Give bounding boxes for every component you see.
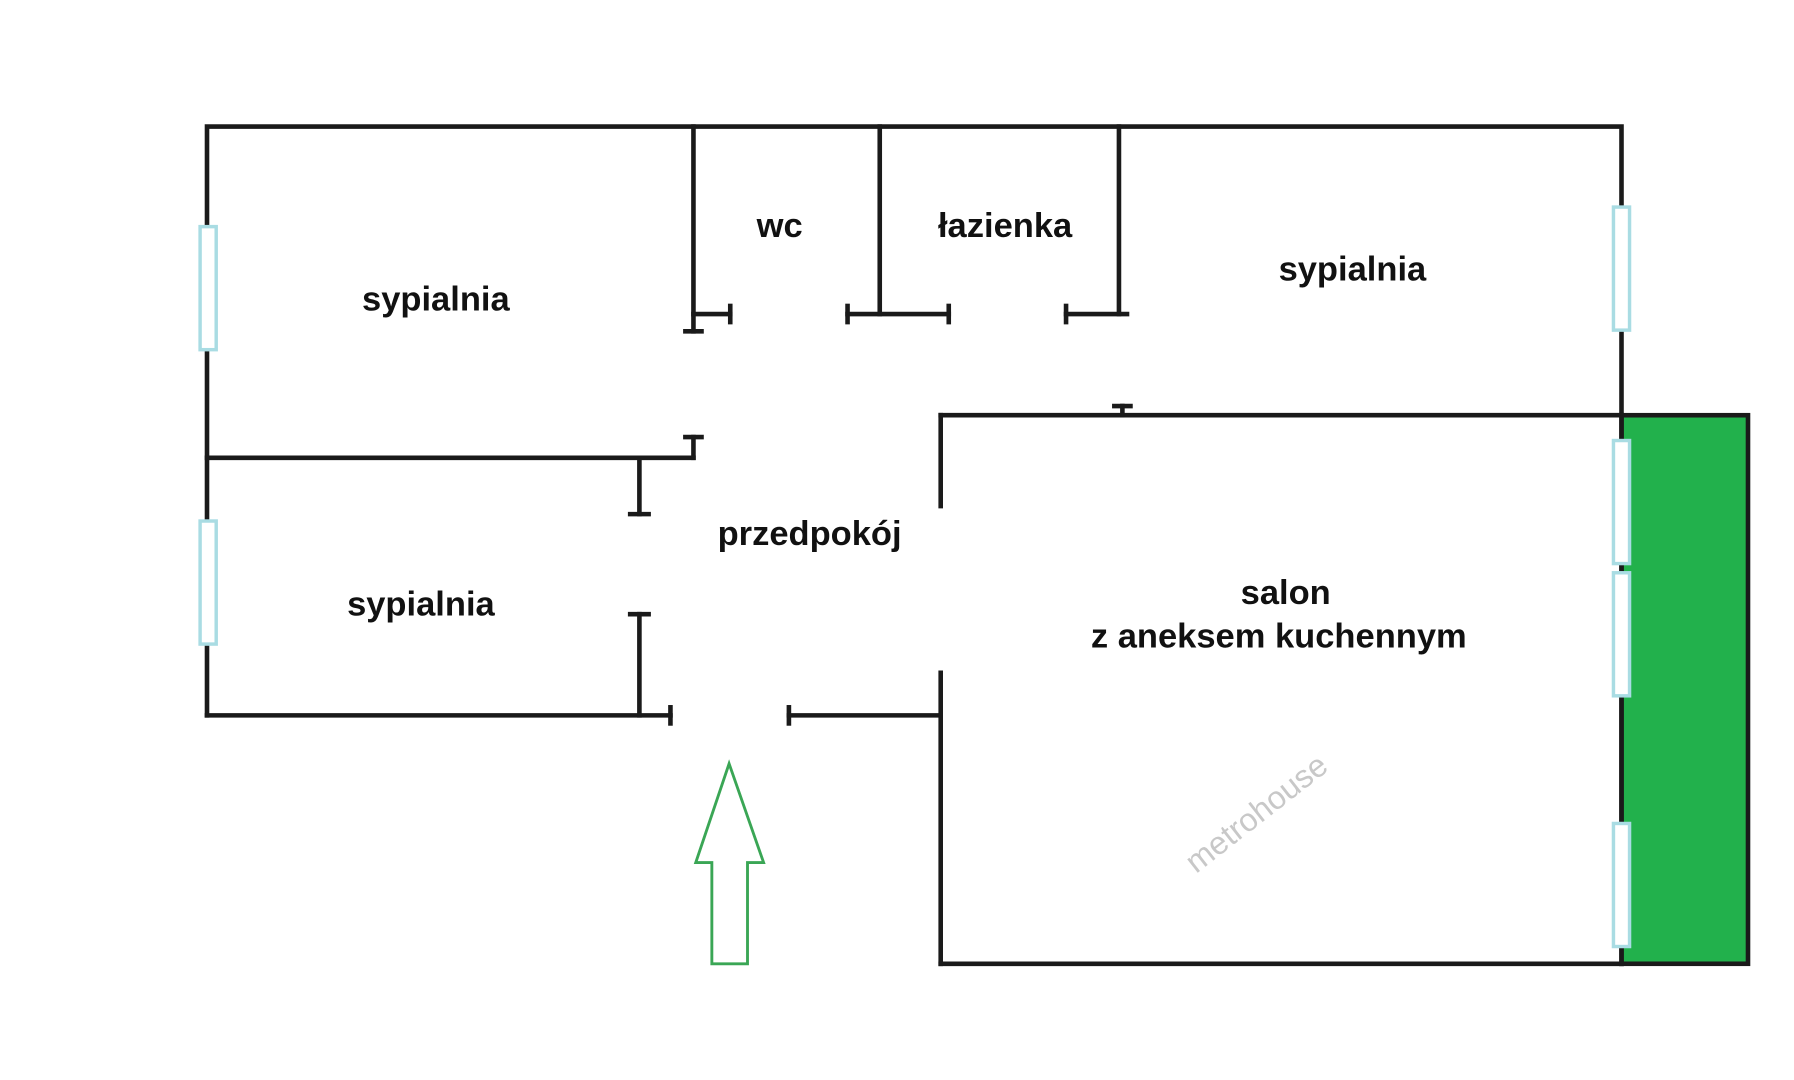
room-label-bathroom: łazienka bbox=[938, 207, 1073, 245]
room-label-living-room-kitchen: z aneksem kuchennym bbox=[1091, 618, 1467, 656]
window bbox=[1611, 205, 1632, 332]
watermark: metrohouse bbox=[1178, 747, 1334, 880]
room-label-bedroom-bottom-left: sypialnia bbox=[347, 585, 495, 623]
entrance-arrow-icon bbox=[693, 759, 766, 966]
room-label-bedroom-top-left: sypialnia bbox=[362, 281, 510, 319]
room-label-bedroom-top-right: sypialnia bbox=[1279, 251, 1427, 289]
window bbox=[1611, 438, 1632, 566]
window bbox=[1611, 571, 1632, 698]
room-label-living-room: salon bbox=[1241, 574, 1331, 612]
balcony bbox=[1619, 412, 1751, 967]
window bbox=[198, 519, 218, 646]
room-label-wc: wc bbox=[756, 207, 803, 245]
window bbox=[1611, 821, 1632, 949]
window bbox=[198, 224, 218, 352]
windows bbox=[198, 205, 1632, 949]
room-label-hallway: przedpokój bbox=[718, 515, 902, 553]
